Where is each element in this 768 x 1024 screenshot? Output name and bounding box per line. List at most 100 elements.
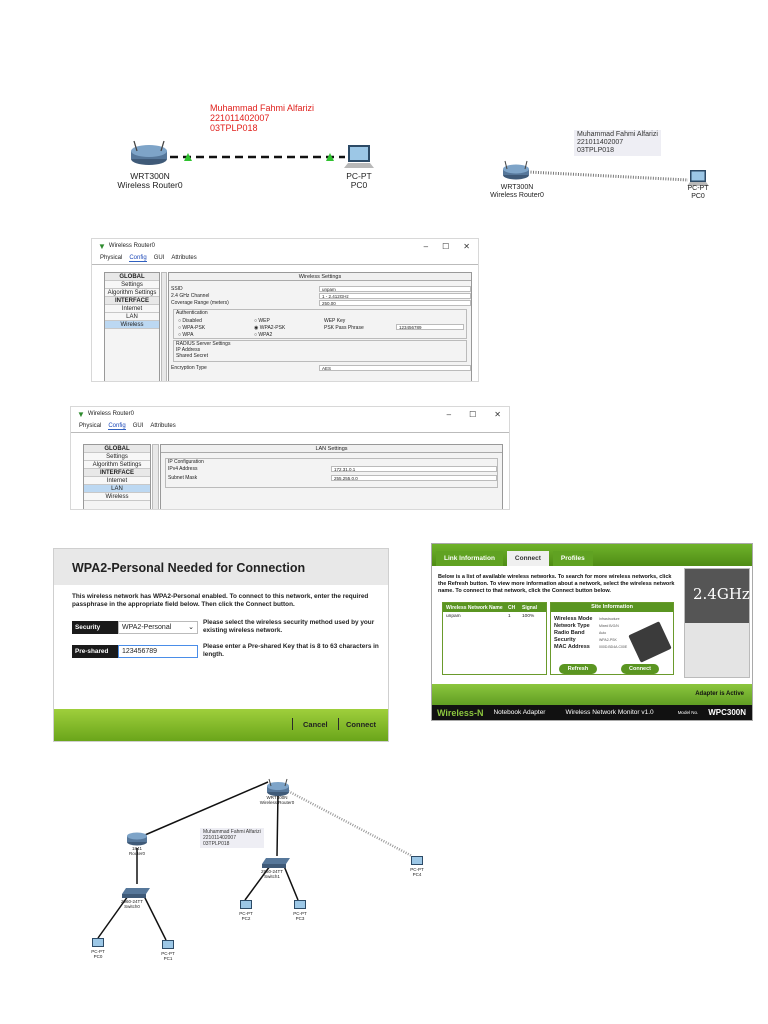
- nav-internet[interactable]: Internet: [84, 477, 150, 485]
- tab-profiles[interactable]: Profiles: [552, 551, 593, 566]
- adapter-name: Notebook Adapter: [493, 709, 546, 716]
- site-key: Security: [554, 636, 576, 643]
- wep-key-label: WEP Key: [324, 318, 346, 324]
- nav-algorithm-settings[interactable]: Algorithm Settings: [105, 289, 159, 297]
- col-ch: CH: [508, 604, 516, 611]
- nav-wireless[interactable]: Wireless: [84, 493, 150, 501]
- site-key: Radio Band: [554, 629, 585, 636]
- model-label: Model No.: [677, 710, 699, 715]
- site-key: Network Type: [554, 622, 590, 629]
- tab-gui[interactable]: GUI: [132, 423, 144, 429]
- tab-gui[interactable]: GUI: [153, 255, 165, 261]
- tab-attributes[interactable]: Attributes: [150, 423, 176, 429]
- device-name: Router0: [128, 851, 145, 856]
- refresh-button[interactable]: Refresh: [559, 664, 597, 674]
- nav-wireless[interactable]: Wireless: [105, 321, 159, 329]
- nav-lan[interactable]: LAN: [105, 313, 159, 321]
- secret-label: Shared Secret: [176, 353, 208, 359]
- connect-button[interactable]: Connect: [621, 664, 659, 674]
- device-model: 2960-24TT: [120, 899, 143, 904]
- cancel-button[interactable]: Cancel: [303, 720, 328, 729]
- nav-algorithm-settings[interactable]: Algorithm Settings: [84, 461, 150, 469]
- site-row: Security WPA2-PSK: [551, 636, 673, 643]
- device-model: 1841: [131, 846, 142, 851]
- radio-wpa2-label: WPA2: [258, 332, 273, 338]
- ipv4-input[interactable]: 172.31.0.1: [331, 465, 497, 472]
- title-bar: ▼ Wireless Router0 – ☐ ✕: [92, 239, 478, 253]
- radio-wpa[interactable]: ○ WPA: [178, 332, 194, 338]
- key-input[interactable]: 123456789: [118, 644, 198, 658]
- nav-internet[interactable]: Internet: [105, 305, 159, 313]
- security-row: Security WPA2-Personal ⌄ Please select t…: [72, 619, 393, 635]
- subnet-mask-input[interactable]: 255.255.0.0: [331, 474, 497, 481]
- list-header: Wireless Network Name CH Signal: [443, 603, 546, 612]
- list-item[interactable]: unpam 1 100%: [443, 612, 546, 620]
- tab-physical[interactable]: Physical: [100, 255, 123, 261]
- tab-config[interactable]: Config: [108, 423, 126, 430]
- annotation-class: 03TPLP018: [577, 147, 614, 154]
- nav-panel: GLOBAL Settings Algorithm Settings INTER…: [104, 272, 160, 381]
- ip-config-label: IP Configuration: [168, 459, 204, 465]
- radius-group: RADIUS Server Settings IP Address Shared…: [173, 340, 467, 362]
- annotation-name: Muhammad Fahmi Alfarizi: [203, 829, 261, 835]
- security-select[interactable]: WPA2-Personal ⌄: [118, 620, 198, 634]
- device-name: Switch1: [264, 874, 280, 879]
- connect-button[interactable]: Connect: [346, 720, 376, 729]
- nav-interface: INTERFACE: [105, 297, 159, 305]
- pc-name: PC0: [691, 193, 705, 200]
- close-icon[interactable]: ✕: [463, 241, 470, 251]
- tab-bar: Physical Config GUI Attributes: [71, 421, 509, 433]
- window-title: Wireless Router0: [87, 411, 134, 417]
- nav-settings[interactable]: Settings: [84, 453, 150, 461]
- tab-link-information[interactable]: Link Information: [436, 551, 503, 566]
- nav-scrollbar[interactable]: [161, 272, 167, 381]
- status-band: Adapter is Active: [432, 684, 752, 707]
- radio-wpa-psk[interactable]: ○ WPA-PSK: [178, 325, 206, 331]
- tab-config[interactable]: Config: [129, 255, 147, 262]
- radio-disabled[interactable]: ○ Disabled: [178, 318, 202, 324]
- device-name: Wireless Router0: [259, 800, 295, 805]
- ssid-input[interactable]: unpam: [319, 285, 471, 292]
- encryption-label: Encryption Type: [171, 364, 207, 371]
- radio-wpa2-psk[interactable]: ◉ WPA2-PSK: [254, 325, 286, 331]
- pc-label: PC-PT PC0: [334, 172, 384, 190]
- tab-connect[interactable]: Connect: [506, 551, 549, 566]
- pc-type: PC-PT: [687, 185, 709, 192]
- tab-attributes[interactable]: Attributes: [171, 255, 197, 261]
- psk-input[interactable]: 123456789: [396, 324, 464, 330]
- app-icon: ▼: [98, 241, 106, 251]
- radius-label: RADIUS Server Settings: [176, 341, 231, 347]
- tab-physical[interactable]: Physical: [79, 423, 102, 429]
- channel-select[interactable]: 1 - 2.412GHz: [319, 292, 471, 299]
- nav-settings[interactable]: Settings: [105, 281, 159, 289]
- network-name: unpam: [446, 613, 461, 619]
- maximize-icon[interactable]: ☐: [469, 409, 477, 419]
- section-title: LAN Settings: [161, 445, 502, 453]
- pc-type: PC-PT: [293, 911, 307, 916]
- pc-name: PC3: [295, 916, 305, 921]
- device-name: Switch0: [124, 904, 140, 909]
- divider: [292, 718, 293, 730]
- annotation-class: 03TPLP018: [203, 841, 230, 847]
- maximize-icon[interactable]: ☐: [442, 241, 450, 251]
- nav-scrollbar[interactable]: [152, 444, 159, 509]
- security-select-value: WPA2-Personal: [122, 623, 172, 631]
- encryption-select[interactable]: AES: [319, 364, 471, 371]
- site-value: WPA2-PSK: [599, 637, 617, 642]
- radio-wpa-psk-label: WPA-PSK: [182, 325, 206, 331]
- nav-lan[interactable]: LAN: [84, 485, 150, 493]
- coverage-input[interactable]: 250.00: [319, 299, 471, 306]
- minimize-icon[interactable]: –: [423, 241, 429, 251]
- radio-wep[interactable]: ○ WEP: [254, 318, 270, 324]
- ghz-badge: 2.4GHz: [684, 568, 750, 678]
- key-desc: Please enter a Pre-shared Key that is 8 …: [203, 643, 379, 658]
- radio-wpa2[interactable]: ○ WPA2: [254, 332, 273, 338]
- minimize-icon[interactable]: –: [446, 409, 452, 419]
- pc2-label: PC-PT PC0: [682, 185, 714, 201]
- close-icon[interactable]: ✕: [494, 409, 501, 419]
- router-label: WRT300N Wireless Router0: [112, 172, 188, 190]
- pc-name: PC2: [241, 916, 251, 921]
- key-label: Pre-shared Key: [72, 644, 118, 668]
- nav-interface: INTERFACE: [84, 469, 150, 477]
